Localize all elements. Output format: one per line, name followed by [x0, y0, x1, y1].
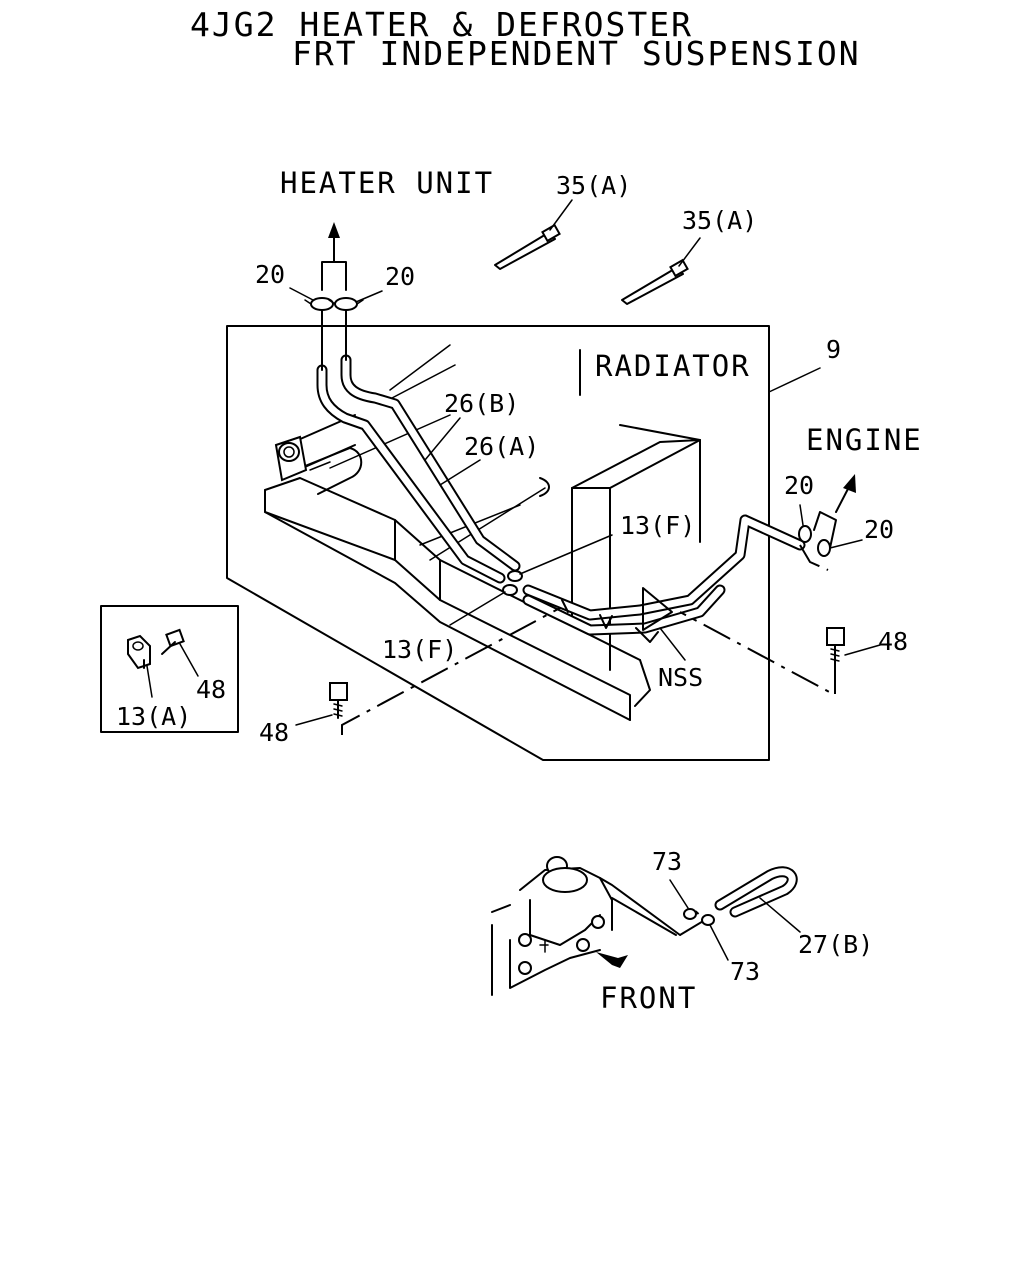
callout-20-1: 20: [255, 260, 285, 289]
chassis-frame: [264, 344, 651, 721]
engine-block-lower: [491, 856, 681, 996]
label-engine: ENGINE: [806, 423, 923, 457]
clamp-20-d: [817, 539, 831, 557]
engine-hose-centerline: [799, 544, 829, 571]
callout-9: 9: [826, 335, 841, 364]
callout-26b: 26(B): [444, 389, 519, 418]
engine-bracket: [813, 511, 837, 549]
hose-27b: [714, 866, 798, 918]
tie-strap-35a-2: [621, 258, 689, 305]
leader-13a: [146, 665, 153, 698]
assembly-boundary-box: [226, 325, 770, 761]
diagram-title-line2: FRT INDEPENDENT SUSPENSION: [292, 34, 861, 73]
label-heater-unit: HEATER UNIT: [280, 166, 494, 200]
callout-20-3: 20: [784, 471, 814, 500]
nss-bracket: [561, 587, 673, 643]
callout-27b: 27(B): [798, 930, 873, 959]
clamp-20-c: [798, 525, 812, 543]
bolt-48-right: [826, 627, 845, 665]
callout-20-4: 20: [864, 515, 894, 544]
heater-hose-26b: [316, 364, 506, 584]
callout-48-right: 48: [878, 627, 908, 656]
heater-hose-26a: [340, 354, 521, 572]
callout-35a-1: 35(A): [556, 171, 631, 200]
callout-13f-1: 13(F): [620, 511, 695, 540]
inset-detail-box: [100, 605, 239, 733]
callout-48-inset: 48: [196, 675, 226, 704]
clamp-13f-b: [502, 584, 518, 596]
heater-unit-arrow-icon: [328, 222, 340, 238]
clamp-20-b: [328, 297, 364, 311]
callout-20-2: 20: [385, 262, 415, 291]
bolt-48-inset: [161, 628, 185, 655]
callout-73-2: 73: [730, 957, 760, 986]
front-arrow-icon: [596, 952, 628, 968]
clamp-13f-a: [507, 570, 523, 582]
label-front: FRONT: [600, 981, 697, 1015]
bolt-48-right-leader: [679, 611, 836, 697]
label-radiator: RADIATOR: [595, 349, 751, 383]
callout-26a: 26(A): [464, 432, 539, 461]
leader-48-inset: [179, 643, 199, 677]
tie-strap-35a-1: [494, 223, 561, 270]
callout-35a-2: 35(A): [682, 206, 757, 235]
heater-unit-bracket: [321, 261, 347, 291]
bolt-48-left-leader: [341, 607, 561, 735]
callout-48-left: 48: [259, 718, 289, 747]
label-nss: NSS: [658, 663, 703, 692]
clamp-73-b: [701, 914, 715, 926]
leader-lines: [289, 199, 881, 961]
callout-13a: 13(A): [116, 702, 191, 731]
callout-73-1: 73: [652, 847, 682, 876]
clamp-73-a: [683, 908, 697, 920]
engine-arrow-icon: [843, 474, 856, 493]
bolt-48-left: [329, 682, 348, 719]
clip-13a: [127, 634, 151, 670]
callout-13f-2: 13(F): [382, 635, 457, 664]
diagram-title-line1: 4JG2 HEATER & DEFROSTER: [190, 5, 693, 44]
